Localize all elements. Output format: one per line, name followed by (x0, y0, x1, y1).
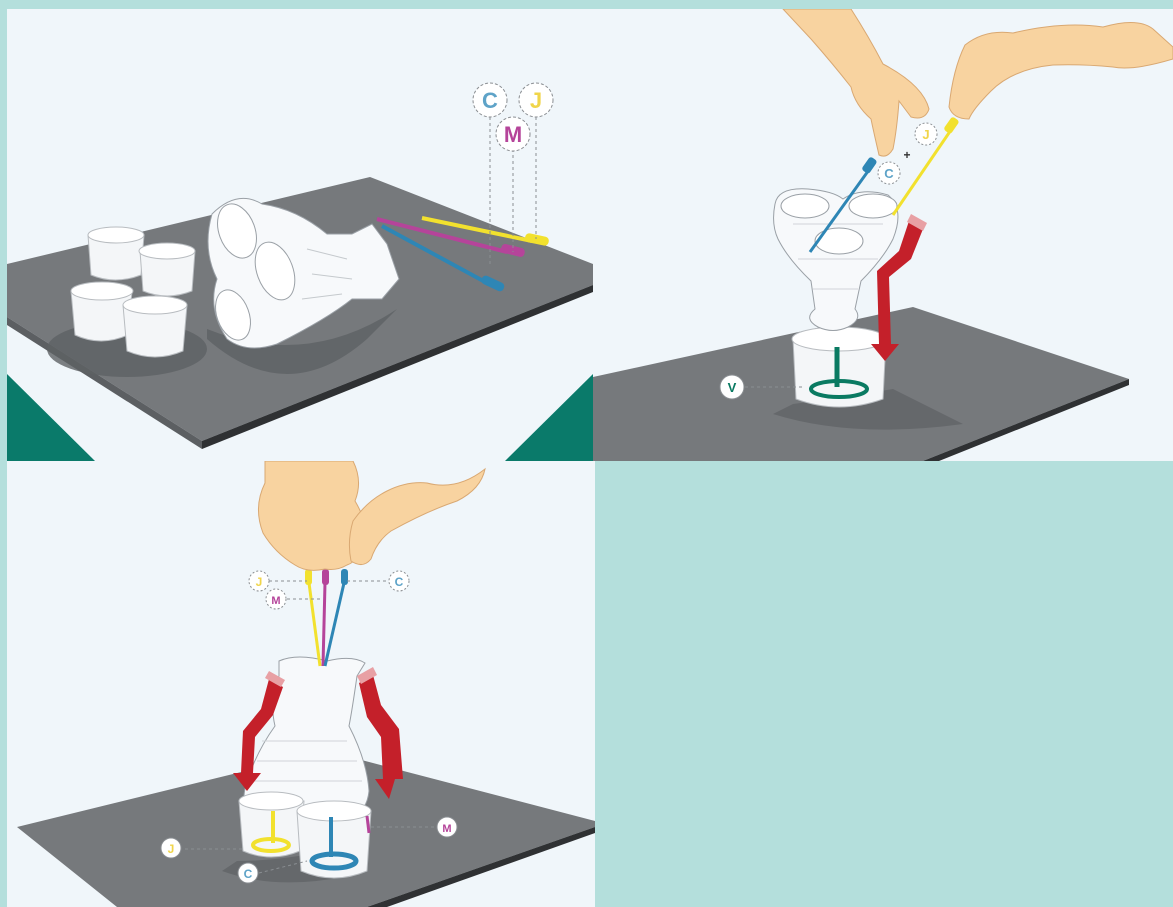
right-hand (349, 469, 485, 565)
label-c-badge: C (473, 83, 507, 117)
label-j-badge: J (519, 83, 553, 117)
label-j-text: J (922, 127, 929, 142)
right-hand (949, 22, 1173, 119)
step-2-panel: J + C V (593, 9, 1173, 461)
label-m-side-badge: M (437, 817, 457, 837)
label-v-badge: V (720, 375, 744, 399)
label-m-side-text: M (442, 823, 451, 835)
label-v-text: V (728, 380, 737, 395)
label-j-badge: J (915, 123, 937, 145)
label-j-side-text: J (168, 842, 175, 856)
label-j-top-badge: J (249, 571, 269, 591)
corner-marker-left (7, 374, 95, 461)
cup-cyan (297, 801, 371, 878)
label-j-top-text: J (256, 575, 263, 589)
magenta-drip (367, 816, 369, 833)
label-j-text: J (530, 88, 542, 113)
cup-1 (88, 227, 144, 280)
label-c-text: C (884, 166, 894, 181)
label-c-text: C (482, 88, 498, 113)
step-1-illustration: C J M (7, 9, 593, 461)
brush-yellow (309, 583, 320, 666)
label-c-bottom-badge: C (238, 863, 258, 883)
label-m-badge: M (496, 117, 530, 151)
label-m-text: M (504, 122, 522, 147)
plus-sign: + (903, 148, 910, 162)
label-j-side-badge: J (161, 838, 181, 858)
step-3-panel: J M C M J C (7, 461, 595, 907)
label-m-top-text: M (271, 595, 280, 607)
cup-2 (139, 243, 195, 296)
label-c-bottom-text: C (244, 867, 253, 881)
label-c-top-badge: C (389, 571, 409, 591)
cup-yellow (239, 792, 304, 857)
step-2-illustration: J + C V (593, 9, 1173, 461)
step-3-illustration: J M C M J C (7, 461, 595, 907)
brush-magenta (323, 583, 325, 666)
corner-marker-right (505, 374, 593, 461)
label-m-top-badge: M (266, 589, 286, 609)
empty-panel (595, 461, 1173, 907)
cup-4 (123, 296, 187, 357)
brush-cyan (325, 583, 344, 666)
cup-green (792, 327, 886, 407)
left-hand (783, 9, 929, 156)
step-1-panel: C J M (7, 9, 593, 461)
label-c-badge: C (878, 162, 900, 184)
label-c-top-text: C (395, 575, 404, 589)
